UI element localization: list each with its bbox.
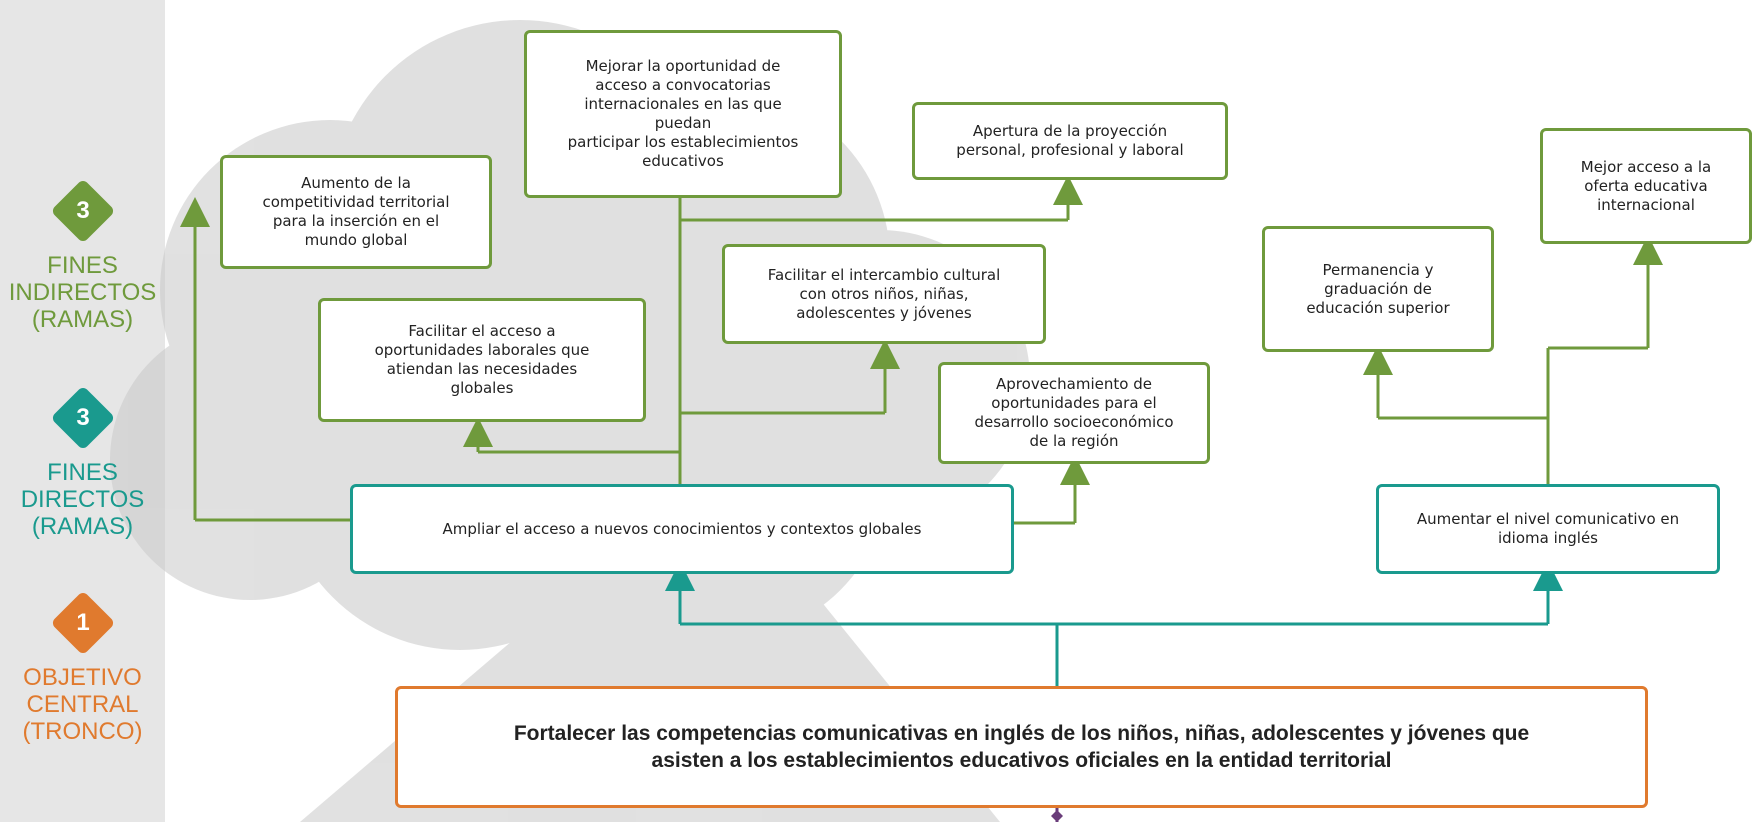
node-oferta: Mejor acceso a la oferta educativa inter… bbox=[1540, 128, 1752, 244]
tier-label-line: INDIRECTOS bbox=[8, 279, 157, 306]
node-laborales: Facilitar el acceso a oportunidades labo… bbox=[318, 298, 646, 422]
tier-label-line: FINES bbox=[47, 459, 118, 486]
tier-indirect-ends: 3 FINES INDIRECTOS (RAMAS) bbox=[0, 178, 165, 333]
node-permanencia: Permanencia y graduación de educación su… bbox=[1262, 226, 1494, 352]
node-competitividad: Aumento de la competitividad territorial… bbox=[220, 155, 492, 269]
tier-label-line: OBJETIVO bbox=[23, 664, 142, 691]
tier-direct-ends: 3 FINES DIRECTOS (RAMAS) bbox=[0, 385, 165, 540]
node-intercambio: Facilitar el intercambio cultural con ot… bbox=[722, 244, 1046, 344]
tier-label-line: DIRECTOS bbox=[20, 486, 145, 513]
node-socioeconomico: Aprovechamiento de oportunidades para el… bbox=[938, 362, 1210, 464]
tier-label-line: FINES bbox=[47, 252, 118, 279]
node-convocatorias: Mejorar la oportunidad de acceso a convo… bbox=[524, 30, 842, 198]
node-conocimientos: Ampliar el acceso a nuevos conocimientos… bbox=[350, 484, 1014, 574]
tier-label-line: (TRONCO) bbox=[22, 718, 143, 745]
node-central-objective: Fortalecer las competencias comunicativa… bbox=[395, 686, 1648, 808]
tier-label-line: (RAMAS) bbox=[31, 513, 134, 540]
node-ingles: Aumentar el nivel comunicativo en idioma… bbox=[1376, 484, 1720, 574]
tier-central-objective: 1 OBJETIVO CENTRAL (TRONCO) bbox=[0, 590, 165, 745]
node-proyeccion: Apertura de la proyección personal, prof… bbox=[912, 102, 1228, 180]
tier-label-line: (RAMAS) bbox=[31, 306, 134, 333]
tier-label-line: CENTRAL bbox=[26, 691, 139, 718]
